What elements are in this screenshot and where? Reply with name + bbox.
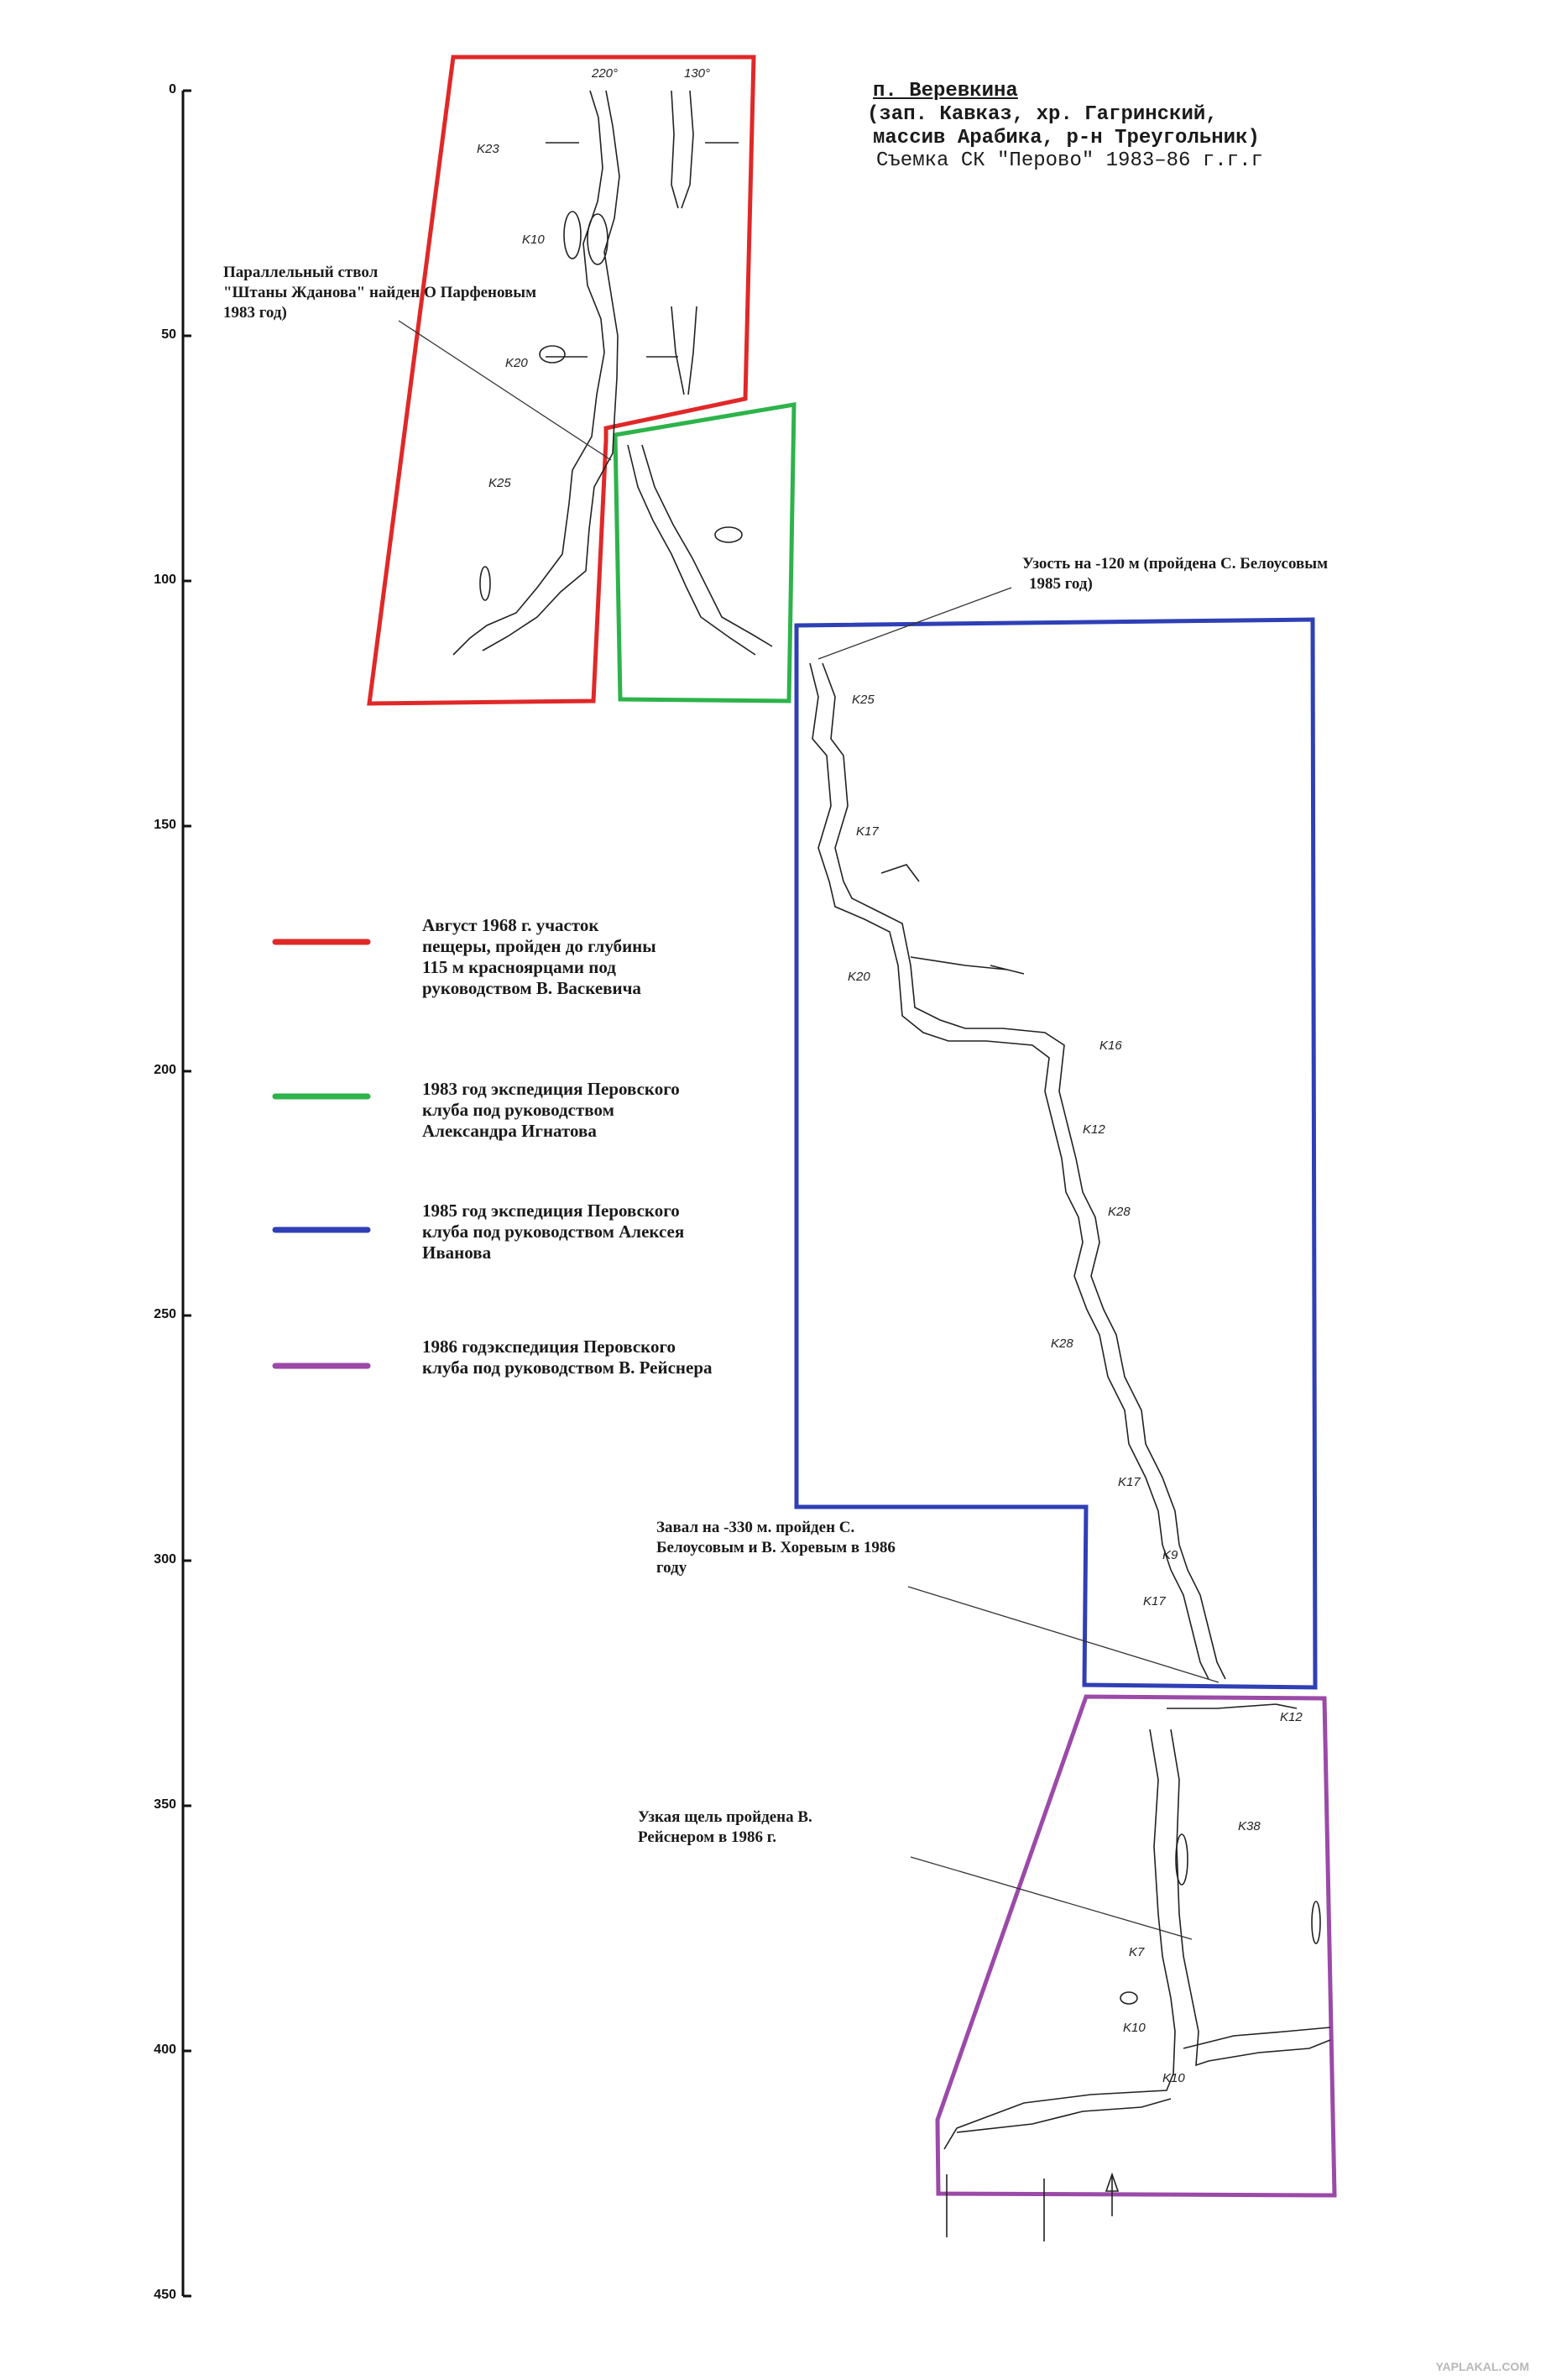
legend-line: Иванова — [422, 1242, 492, 1263]
map-label: K28 — [1051, 1336, 1073, 1351]
map-label: K28 — [1108, 1205, 1131, 1219]
depth-tick-label: 400 — [154, 2043, 176, 2057]
legend-line: 1983 год экспедиция Перовского — [422, 1079, 680, 1099]
legend-line: клуба под руководством — [422, 1100, 614, 1120]
depth-axis — [181, 89, 191, 2298]
depth-tick-label: 450 — [154, 2288, 176, 2302]
annotation-collapse-330: Завал на -330 м. пройден С. Белоусовым и… — [656, 1518, 896, 1578]
map-label: K17 — [856, 824, 879, 839]
legend-item-1968: Август 1968 г. участок пещеры, пройден д… — [422, 915, 656, 999]
annotation-parallel-shaft: Параллельный ствол "Штаны Жданова" найде… — [223, 263, 536, 323]
cave-region-line-2: массив Арабика, р-н Треугольник) — [873, 127, 1260, 149]
legend-line: пещеры, пройден до глубины — [422, 936, 656, 956]
legend-item-1985: 1985 год экспедиция Перовского клуба под… — [422, 1200, 684, 1263]
annotation-line: 1985 год) — [1029, 575, 1093, 593]
map-label: K10 — [1123, 2021, 1146, 2035]
legend-line: 115 м красноярцами под — [422, 957, 616, 977]
map-label: K12 — [1083, 1122, 1105, 1137]
watermark: YAPLAKAL.COM — [1435, 2360, 1530, 2373]
map-label: K7 — [1129, 1945, 1145, 1959]
legend-swatches — [272, 939, 371, 1369]
map-label: K23 — [477, 142, 499, 156]
map-label: K20 — [505, 356, 528, 370]
legend-line: 1985 год экспедиция Перовского — [422, 1200, 680, 1221]
depth-tick-label: 50 — [161, 327, 176, 342]
section-1983-green — [613, 402, 797, 704]
legend-line: клуба под руководством В. Рейснера — [422, 1357, 713, 1378]
map-label: K10 — [1162, 2071, 1185, 2085]
cave-passage-sketch — [452, 90, 1331, 2241]
cave-region-line-1: (зап. Кавказ, хр. Гагринский, — [867, 103, 1218, 126]
section-1985-blue — [794, 617, 1318, 1690]
annotation-line: Узкая щель пройдена В. — [638, 1808, 812, 1826]
annotation-line: Узость на -120 м (пройдена С. Белоусовым — [1022, 555, 1329, 573]
section-1986-purple — [935, 1694, 1337, 2198]
map-label: K12 — [1280, 1710, 1303, 1724]
legend-line: руководством В. Васкевича — [422, 978, 641, 998]
map-label: K10 — [522, 233, 545, 247]
annotation-line: Белоусовым и В. Хоревым в 1986 — [656, 1539, 896, 1556]
depth-tick-label: 150 — [154, 818, 176, 832]
survey-credit: Съемка СК "Перово" 1983–86 г.г.г — [876, 149, 1263, 172]
annotation-narrow-slit: Узкая щель пройдена В. Рейснером в 1986 … — [638, 1807, 812, 1848]
legend-line: Александра Игнатова — [422, 1121, 597, 1141]
map-label: 130° — [684, 66, 710, 81]
legend-line: клуба под руководством Алексея — [422, 1221, 685, 1242]
depth-tick-label: 300 — [154, 1552, 176, 1567]
annotation-line: году — [656, 1559, 687, 1577]
annotation-line: 1983 год) — [223, 304, 287, 322]
cave-title: п. Веревкина — [873, 80, 1018, 102]
leader-lines — [398, 320, 1220, 1940]
map-label: K17 — [1143, 1594, 1166, 1608]
annotation-line: "Штаны Жданова" найден О Парфеновым — [223, 284, 537, 301]
map-label: K20 — [848, 970, 870, 984]
annotation-line: Параллельный ствол — [223, 264, 379, 281]
map-label: K38 — [1238, 1819, 1261, 1833]
depth-tick-label: 350 — [154, 1797, 176, 1812]
depth-tick-label: 0 — [169, 82, 176, 97]
depth-tick-label: 250 — [154, 1307, 176, 1321]
legend-line: 1986 годэкспедиция Перовского — [422, 1336, 676, 1357]
annotation-line: Завал на -330 м. пройден С. — [656, 1519, 855, 1536]
annotation-narrow-120: Узость на -120 м (пройдена С. Белоусовым… — [1022, 554, 1328, 594]
map-label: K16 — [1099, 1038, 1122, 1053]
map-label: K25 — [852, 693, 875, 707]
depth-tick-label: 200 — [154, 1063, 176, 1077]
map-labels: 220° 130° K23 K10 K20 K25 K25 K17 K20 K1… — [477, 66, 1303, 2085]
legend-line: Август 1968 г. участок — [422, 915, 599, 935]
map-label: K17 — [1118, 1475, 1141, 1489]
map-label: K25 — [488, 476, 511, 490]
legend-item-1986: 1986 годэкспедиция Перовского клуба под … — [422, 1336, 713, 1378]
section-1968-red — [367, 55, 756, 706]
annotation-line: Рейснером в 1986 г. — [638, 1828, 776, 1846]
map-label: 220° — [591, 66, 618, 81]
legend-item-1983: 1983 год экспедиция Перовского клуба под… — [422, 1079, 680, 1142]
depth-tick-label: 100 — [154, 573, 176, 587]
map-label: K9 — [1162, 1548, 1178, 1562]
